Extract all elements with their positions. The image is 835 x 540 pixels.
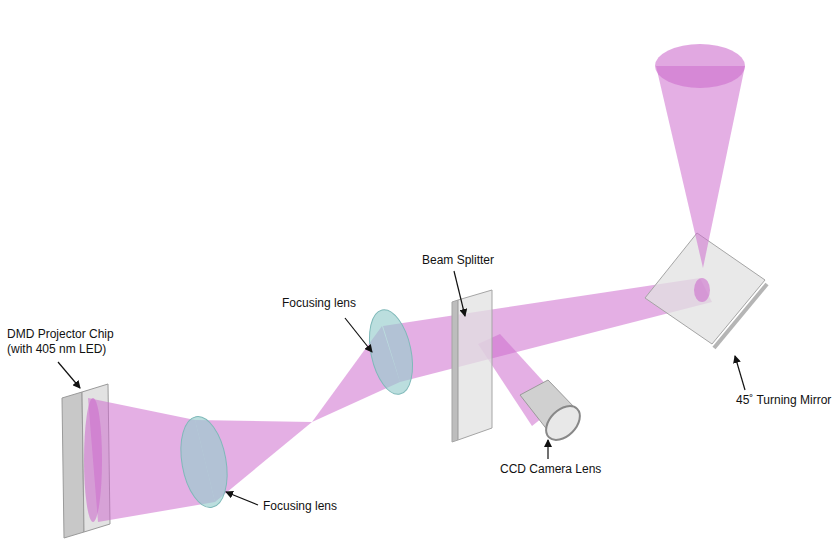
part-label: Focusing lens bbox=[282, 296, 356, 311]
leader-arrow bbox=[345, 318, 372, 352]
light-cone bbox=[656, 66, 745, 268]
part-label: 45˚ Turning Mirror bbox=[736, 393, 831, 408]
light-cone bbox=[655, 44, 745, 88]
turning-mirror-edge bbox=[714, 284, 767, 348]
leader-arrow bbox=[547, 440, 548, 459]
focusing-lens bbox=[174, 413, 233, 511]
light-beam bbox=[694, 278, 710, 302]
part-label: Focusing lens bbox=[263, 499, 337, 514]
part-label: Beam Splitter bbox=[422, 253, 494, 268]
dmd-chip-side bbox=[62, 392, 84, 538]
component-label: DMD Projector Chip (with 405 nm LED) bbox=[7, 327, 125, 357]
leader-arrow bbox=[58, 362, 80, 388]
leader-arrow bbox=[735, 356, 745, 390]
part-label: CCD Camera Lens bbox=[500, 462, 601, 477]
focusing-lens bbox=[362, 306, 419, 398]
light-beam bbox=[84, 398, 102, 522]
leader-arrow bbox=[454, 271, 465, 316]
beam-splitter bbox=[458, 290, 492, 440]
beam-splitter-edge bbox=[452, 300, 458, 442]
ccd-camera-lens bbox=[540, 400, 587, 447]
leader-arrow bbox=[226, 492, 258, 505]
